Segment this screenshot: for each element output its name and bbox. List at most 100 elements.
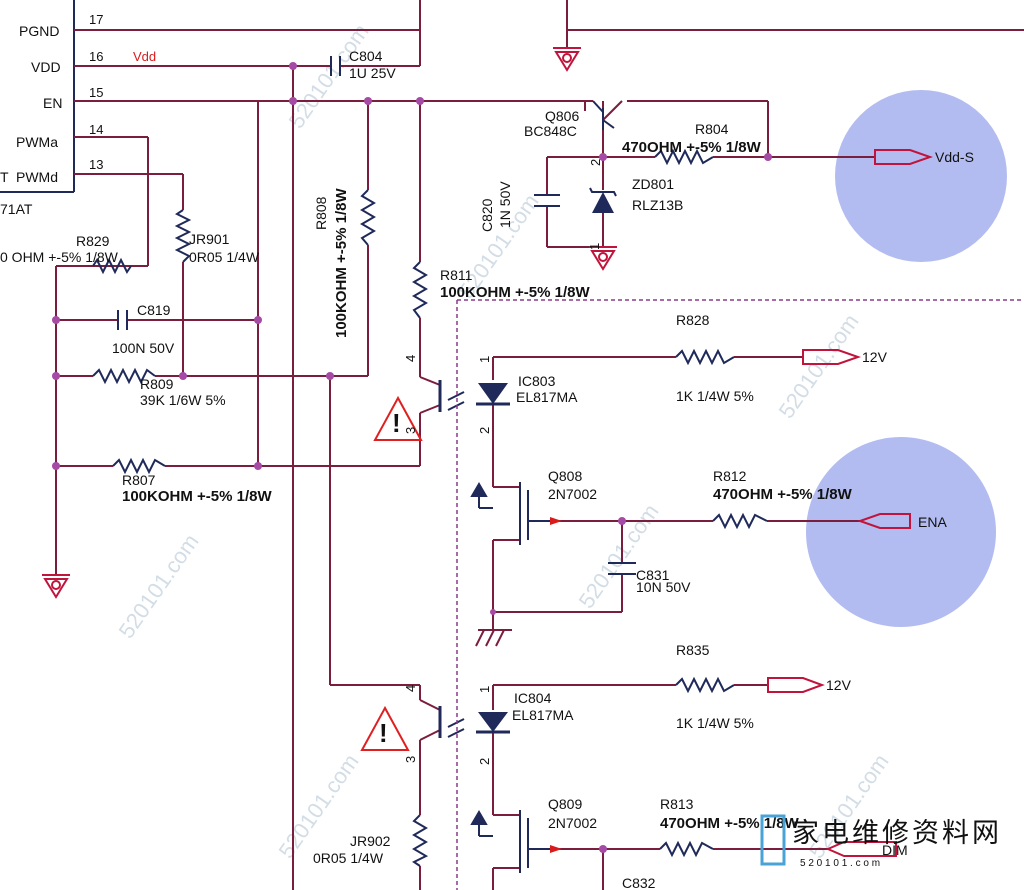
r813-value: 470OHM +-5% 1/8W bbox=[660, 815, 800, 832]
c804-value: 1U 25V bbox=[349, 65, 396, 81]
pin-number: 1 bbox=[587, 243, 602, 250]
r829-symbol bbox=[92, 257, 132, 275]
q808-symbol bbox=[470, 482, 558, 545]
q809-ref: Q809 bbox=[548, 796, 582, 812]
svg-text:!: ! bbox=[392, 408, 401, 438]
highlight-vdd-s bbox=[835, 90, 1007, 262]
r813-ref: R813 bbox=[660, 796, 694, 812]
r808-symbol bbox=[360, 189, 376, 246]
pin-number: 13 bbox=[89, 157, 103, 172]
pin-name-en: EN bbox=[43, 95, 62, 111]
watermark-text: 520101.com bbox=[774, 309, 864, 423]
port-12v: 12V bbox=[862, 349, 888, 365]
watermark-layer: 520101.com 520101.com 520101.com 520101.… bbox=[114, 19, 894, 863]
port-vdd-s: Vdd-S bbox=[935, 149, 974, 165]
q808-ref: Q808 bbox=[548, 468, 582, 484]
q806-ref: Q806 bbox=[545, 108, 579, 124]
r804-ref: R804 bbox=[695, 121, 729, 137]
pin-number: 1 bbox=[477, 686, 492, 693]
pin-number: 17 bbox=[89, 12, 103, 27]
c831-ref: C831 bbox=[636, 567, 670, 583]
zd801-symbol bbox=[589, 187, 617, 213]
r808-ref: R808 bbox=[313, 196, 329, 230]
q808-gate-arrow bbox=[550, 517, 562, 525]
r835-value: 1K 1/4W 5% bbox=[676, 715, 754, 731]
pin-number: 16 bbox=[89, 49, 103, 64]
pin-number: 3 bbox=[403, 427, 418, 434]
logo-url: 5 2 0 1 0 1 . c o m bbox=[800, 858, 880, 869]
r807-ref: R807 bbox=[122, 472, 156, 488]
r807-value: 100KOHM +-5% 1/8W bbox=[122, 488, 272, 505]
r809-symbol bbox=[92, 367, 156, 385]
jr902-symbol bbox=[412, 814, 429, 867]
jr901-ref: JR901 bbox=[189, 231, 230, 247]
r811-value: 100KOHM +-5% 1/8W bbox=[440, 284, 590, 301]
watermark-text: 520101.com bbox=[114, 529, 204, 643]
warning-icon: ! bbox=[360, 705, 410, 751]
c804-ref: C804 bbox=[349, 48, 383, 64]
r828-symbol bbox=[675, 348, 735, 366]
r813-symbol bbox=[659, 840, 714, 858]
c820-ref: C820 bbox=[479, 198, 495, 232]
r809-value: 39K 1/6W 5% bbox=[140, 392, 226, 408]
pin-name-pgnd: PGND bbox=[19, 23, 59, 39]
net-label-vdd: Vdd bbox=[133, 49, 156, 64]
r828-value: 1K 1/4W 5% bbox=[676, 388, 754, 404]
pin-number: 1 bbox=[477, 356, 492, 363]
q808-value: 2N7002 bbox=[548, 486, 597, 502]
pin-number: 2 bbox=[477, 758, 492, 765]
pin-number: 4 bbox=[403, 685, 418, 692]
ic-fragment-t: T bbox=[0, 169, 9, 185]
chassis-ground bbox=[475, 629, 512, 647]
pin-numbers: 2 1 4 3 1 2 4 3 1 2 bbox=[403, 159, 603, 765]
logo-text: 家电维修资料网 bbox=[792, 818, 1002, 848]
ic804-value: EL817MA bbox=[512, 707, 574, 723]
r829-ref: R829 bbox=[76, 233, 110, 249]
port-shapes bbox=[767, 149, 934, 857]
ground-symbols bbox=[42, 47, 617, 599]
pin-name-vdd: VDD bbox=[31, 59, 61, 75]
highlight-ena bbox=[806, 437, 996, 627]
pin-number: 2 bbox=[588, 159, 603, 166]
r829-value: 0 OHM +-5% 1/8W bbox=[0, 249, 119, 265]
r808-value: 100KOHM +-5% 1/8W bbox=[333, 188, 350, 338]
q809-symbol bbox=[470, 810, 558, 873]
zd801-value: RLZ13B bbox=[632, 197, 683, 213]
r804-value: 470OHM +-5% 1/8W bbox=[622, 139, 762, 156]
q806-symbol bbox=[592, 100, 615, 130]
ic803-value: EL817MA bbox=[516, 389, 578, 405]
q806-value: BC848C bbox=[524, 123, 577, 139]
junctions bbox=[52, 62, 772, 853]
c819-value: 100N 50V bbox=[112, 340, 175, 356]
pin-number: 3 bbox=[403, 756, 418, 763]
svg-text:!: ! bbox=[379, 718, 388, 748]
r835-ref: R835 bbox=[676, 642, 710, 658]
ic803-led bbox=[438, 380, 510, 412]
c819-ref: C819 bbox=[137, 302, 171, 318]
pin-number: 14 bbox=[89, 122, 103, 137]
r828-ref: R828 bbox=[676, 312, 710, 328]
ic-part-number: 71AT bbox=[0, 201, 33, 217]
r807-symbol bbox=[112, 457, 166, 475]
site-logo: 家电维修资料网 5 2 0 1 0 1 . c o m bbox=[760, 814, 1002, 869]
ic-block bbox=[0, 0, 75, 193]
r835-symbol bbox=[675, 676, 735, 694]
c820-value: 1N 50V bbox=[497, 181, 513, 228]
jr902-ref: JR902 bbox=[350, 833, 391, 849]
ic-pin-labels: PGND VDD EN PWMa PWMd T 71AT 17 16 15 14… bbox=[0, 12, 156, 217]
capacitors bbox=[117, 56, 636, 575]
pin-number: 4 bbox=[403, 355, 418, 362]
warning-icon: ! bbox=[373, 395, 423, 441]
port-labels: Vdd-S 12V ENA 12V DIM bbox=[826, 149, 974, 858]
jr901-value: 0R05 1/4W bbox=[189, 249, 260, 265]
ic804-led bbox=[438, 706, 510, 738]
ic803-ref: IC803 bbox=[518, 373, 556, 389]
r812-symbol bbox=[712, 512, 768, 530]
pin-name-pwmd: PWMd bbox=[16, 169, 58, 185]
resistors bbox=[92, 148, 768, 867]
q809-gate-arrow bbox=[550, 845, 562, 853]
port-ena: ENA bbox=[918, 514, 947, 530]
r809-ref: R809 bbox=[140, 376, 174, 392]
r811-ref: R811 bbox=[440, 267, 473, 283]
